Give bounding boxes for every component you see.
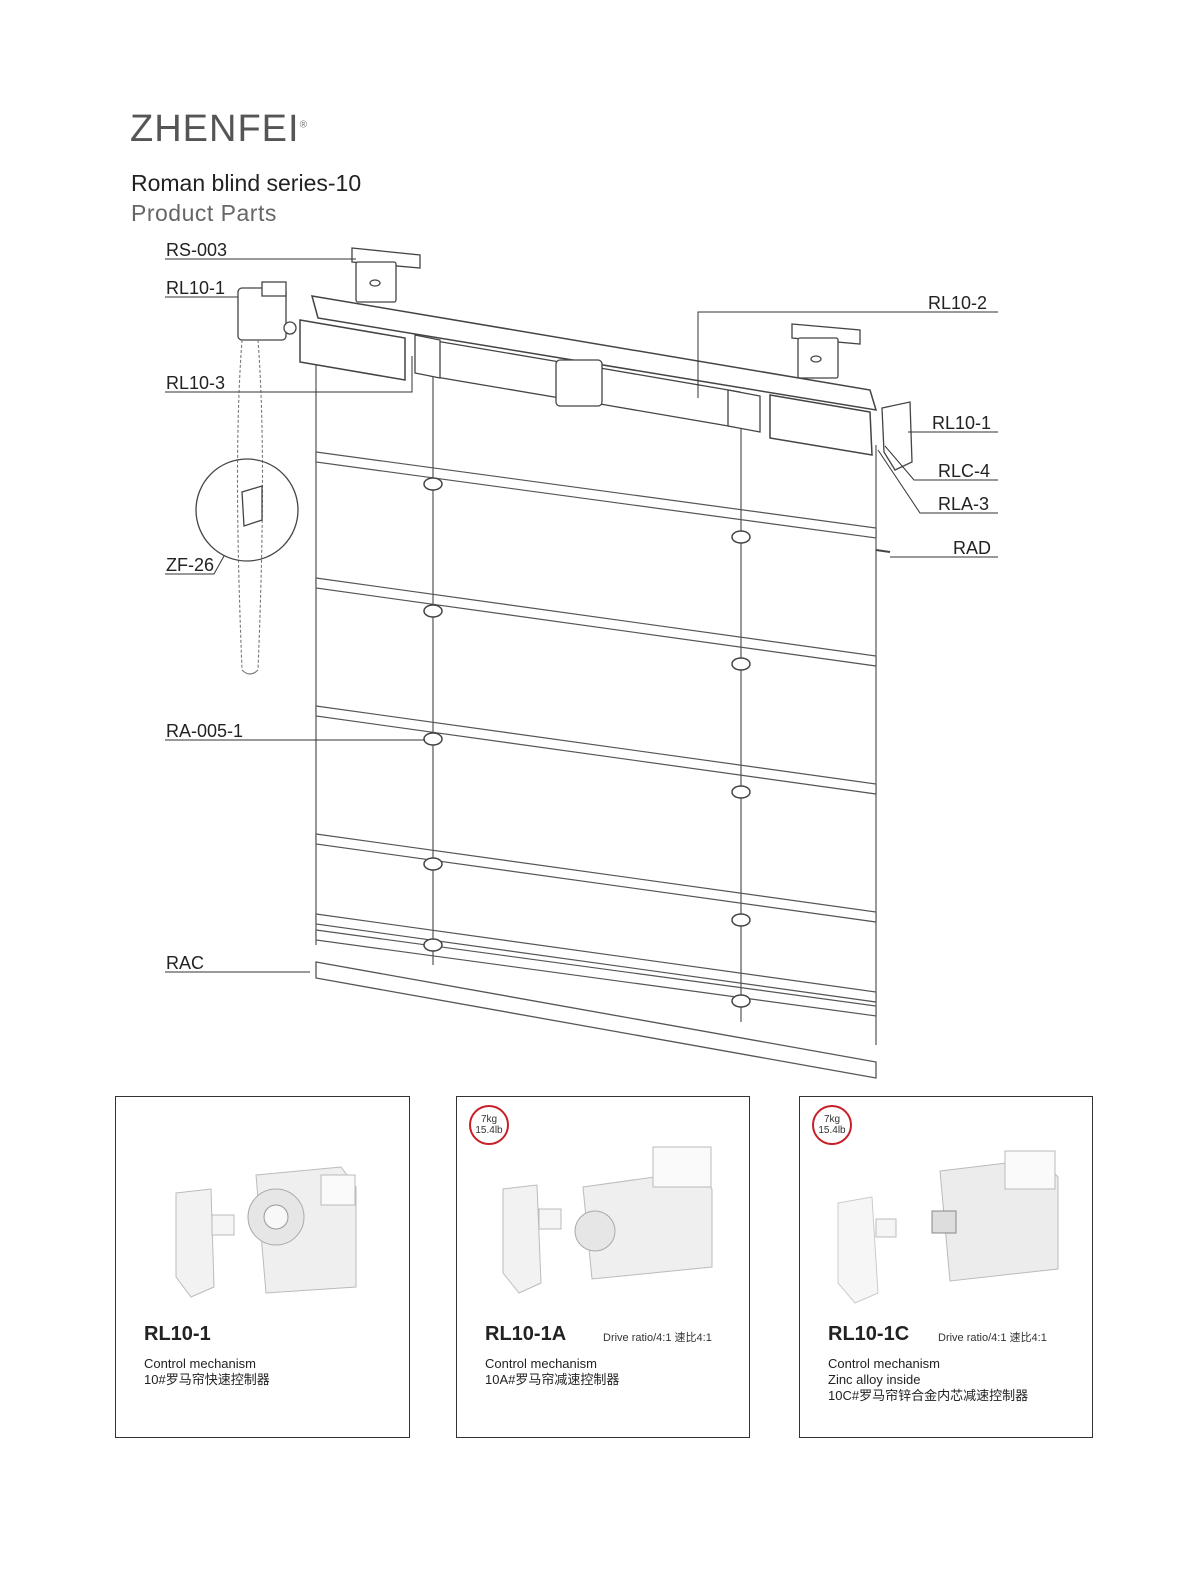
label-rad: RAD <box>953 538 992 558</box>
drive-shaft <box>414 334 761 433</box>
rad-rod-end <box>875 549 891 553</box>
badge-lb: 15.4lb <box>818 1125 846 1136</box>
rod-bar <box>315 929 877 1017</box>
rod-bar <box>315 833 877 923</box>
rod-bars <box>315 451 877 1017</box>
brand-logo: ZHENFEI® <box>130 108 308 151</box>
control-unit-left <box>237 281 297 341</box>
rod-bar <box>315 705 877 795</box>
card-description: Control mechanism 10#罗马帘快速控制器 <box>144 1356 270 1387</box>
label-ra-005-1: RA-005-1 <box>166 721 244 741</box>
zf26-detail-circle <box>195 458 299 562</box>
exploded-diagram <box>165 247 998 1079</box>
drive-ratio: Drive ratio/4:1 速比4:1 <box>603 1332 712 1344</box>
cord-rings <box>423 477 751 1008</box>
zf26-connector <box>241 485 263 527</box>
label-rs-003: RS-003 <box>166 240 228 260</box>
page-subtitle: Product Parts <box>131 200 277 226</box>
product-card-rl10-1: RL10-1 Control mechanism 10#罗马帘快速控制器 <box>115 1096 410 1438</box>
page-title: Roman blind series-10 <box>131 170 362 196</box>
drive-ratio: Drive ratio/4:1 速比4:1 <box>938 1332 1047 1344</box>
mounting-bracket-left <box>351 247 421 303</box>
product-card-rl10-1c: 7kg 15.4lb RL10-1C Drive ratio/4:1 速比4:1… <box>799 1096 1093 1438</box>
rl10-1c-product-image <box>837 1150 1059 1304</box>
card-description: Control mechanism Zinc alloy inside 10C#… <box>828 1356 1029 1403</box>
card-description: Control mechanism 10A#罗马帘减速控制器 <box>485 1356 620 1387</box>
weight-capacity-badge: 7kg 15.4lb <box>469 1105 509 1145</box>
rod-bar <box>315 913 877 1003</box>
head-rail <box>299 295 878 456</box>
rod-bar <box>315 451 877 539</box>
brand-name: ZHENFEI <box>130 108 300 150</box>
card-code: RL10-1C <box>828 1323 910 1345</box>
card-code: RL10-1 <box>144 1323 211 1345</box>
product-card-rl10-1a: 7kg 15.4lb RL10-1A Drive ratio/4:1 速比4:1… <box>456 1096 750 1438</box>
weight-capacity-badge: 7kg 15.4lb <box>812 1105 852 1145</box>
label-rl10-1-right: RL10-1 <box>932 413 992 433</box>
badge-kg: 7kg <box>480 1114 498 1125</box>
rl10-1a-product-image <box>502 1146 713 1294</box>
mounting-bracket-right <box>791 323 861 379</box>
badge-lb: 15.4lb <box>475 1125 503 1136</box>
lift-cords <box>432 370 742 1022</box>
registered-mark: ® <box>299 119 308 131</box>
rl10-1-product-image <box>175 1166 357 1298</box>
bottom-bar <box>315 961 877 1079</box>
label-rl10-1-left: RL10-1 <box>166 278 226 298</box>
label-rla-3: RLA-3 <box>938 494 990 514</box>
label-rl10-3: RL10-3 <box>166 373 226 393</box>
label-rlc-4: RLC-4 <box>938 461 991 481</box>
rod-bar <box>315 577 877 667</box>
label-zf-26: ZF-26 <box>166 555 215 575</box>
label-rac: RAC <box>166 953 205 973</box>
end-cap-right <box>881 401 913 471</box>
leader-lines <box>165 258 998 973</box>
badge-kg: 7kg <box>823 1114 841 1125</box>
bead-chain <box>236 339 264 675</box>
label-rl10-2: RL10-2 <box>928 293 988 313</box>
card-code: RL10-1A <box>485 1323 567 1345</box>
